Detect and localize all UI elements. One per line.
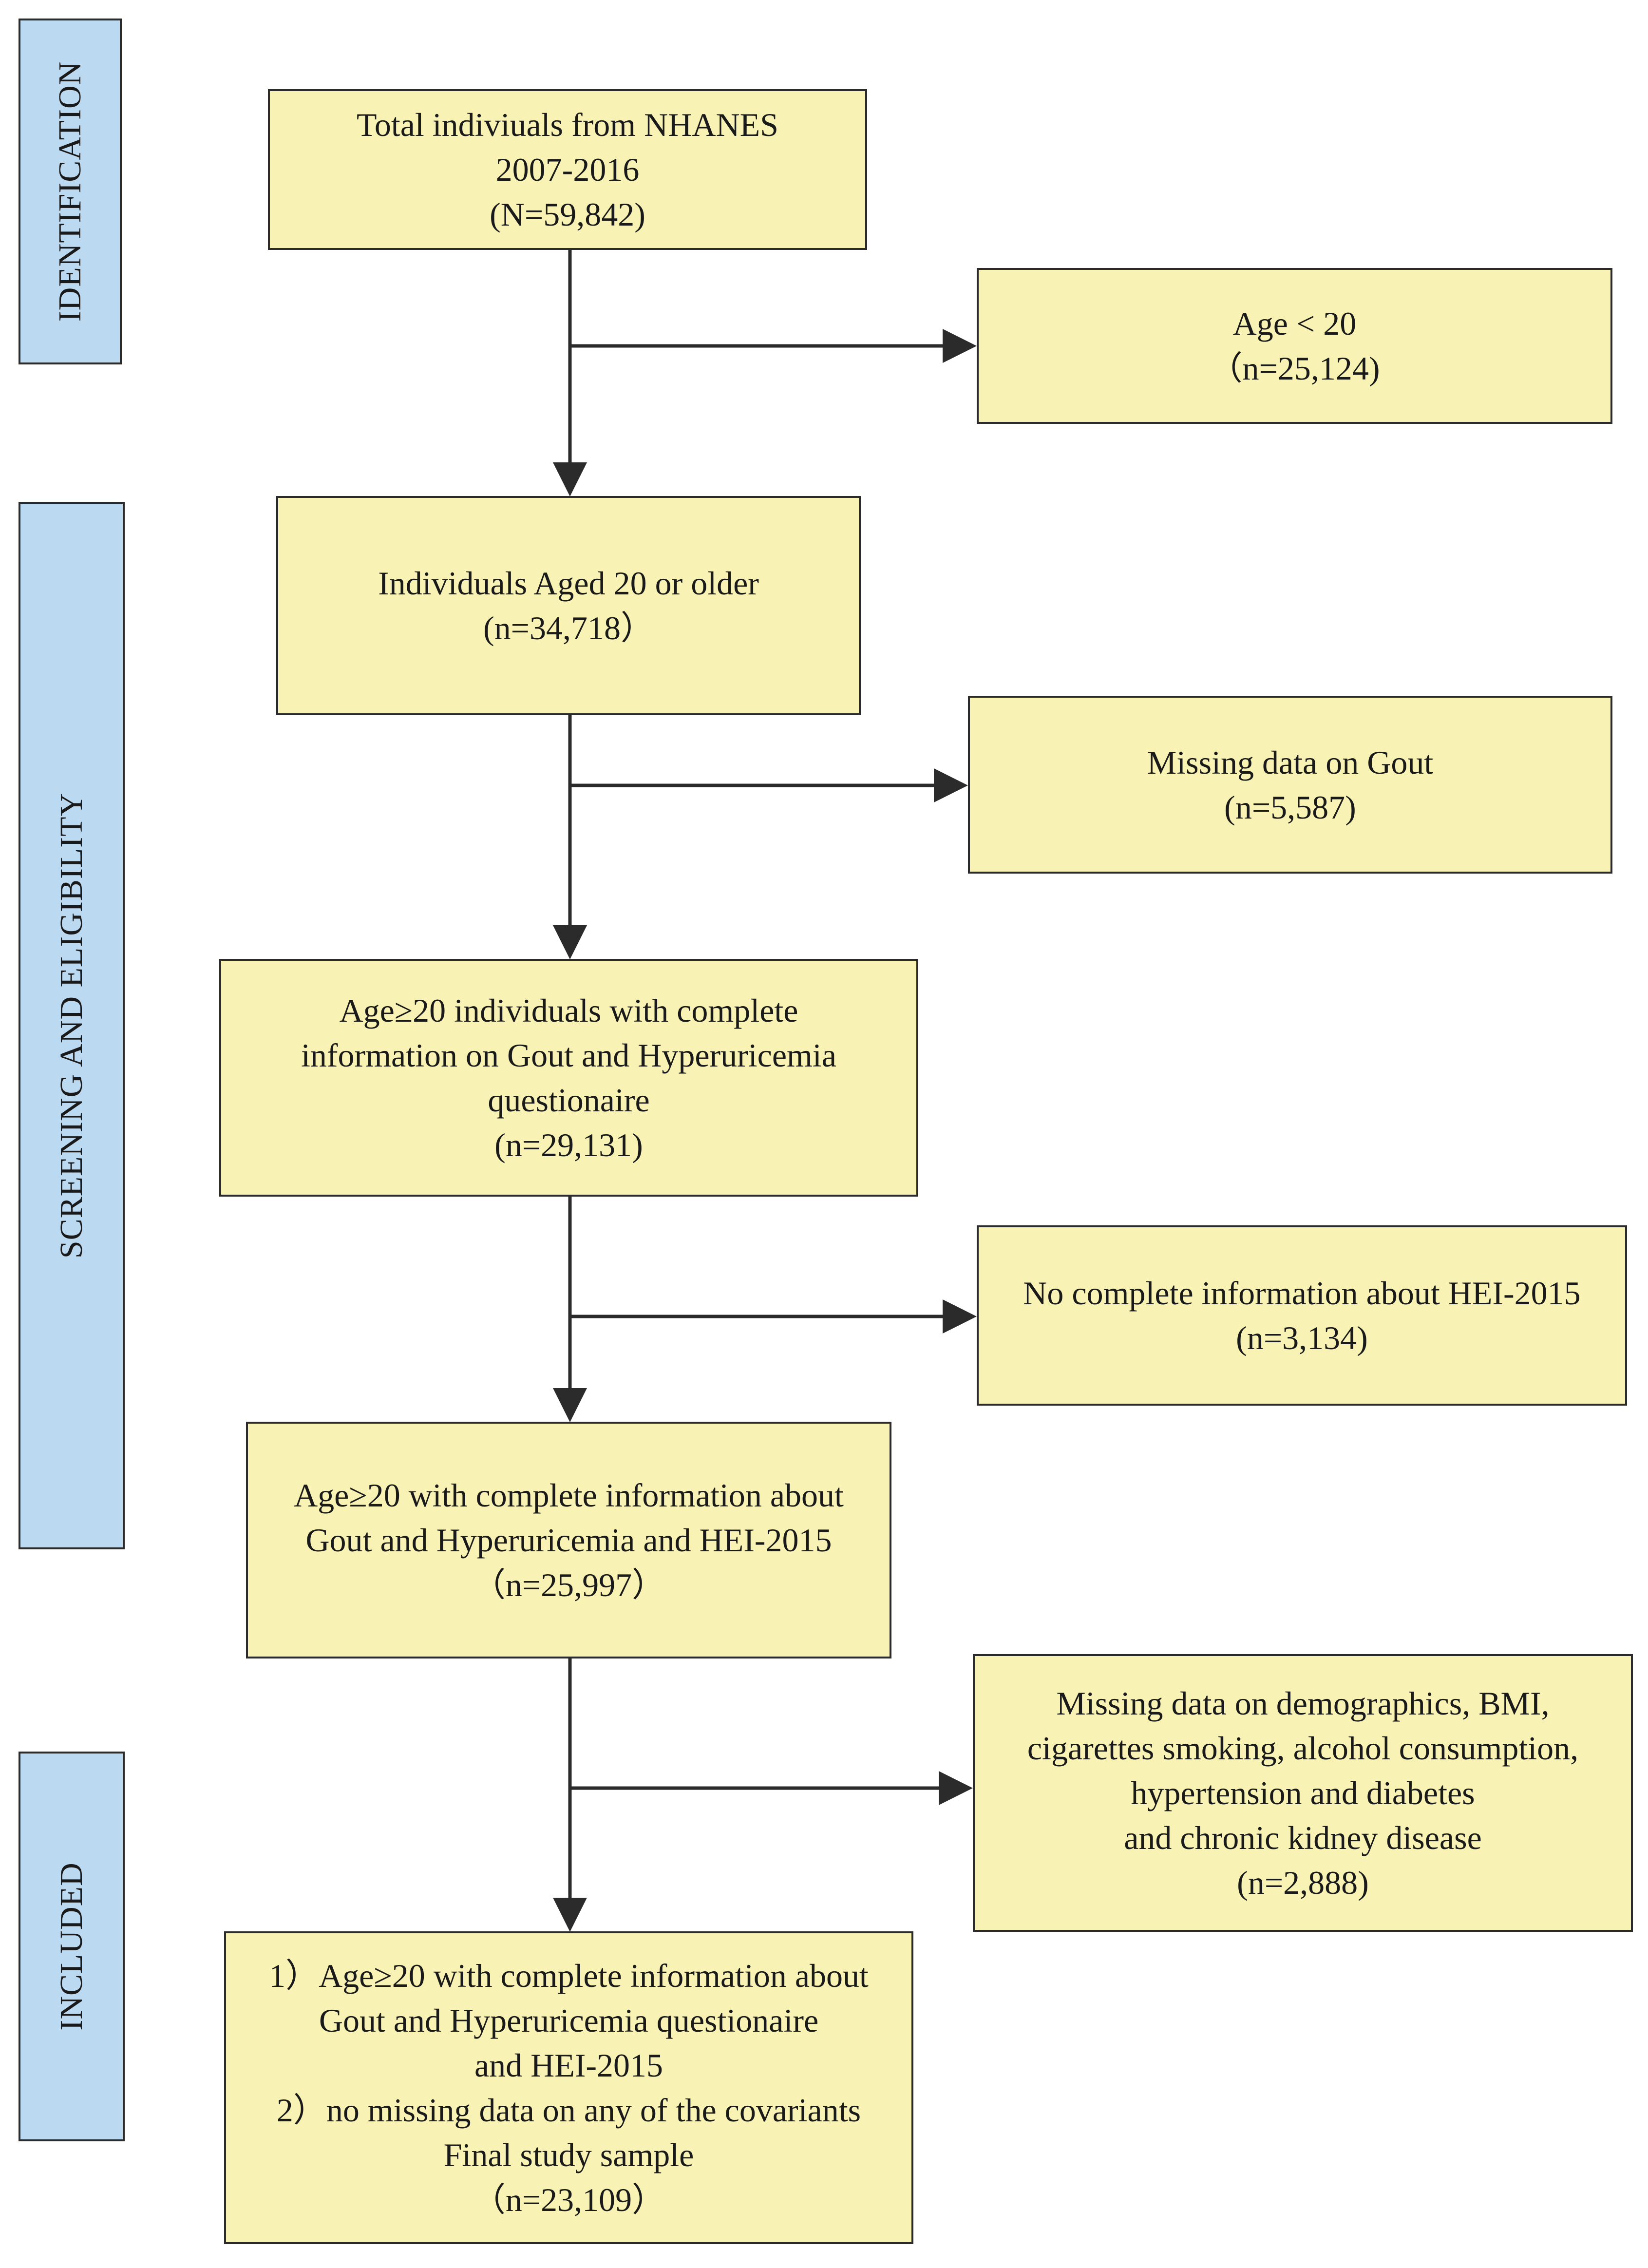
box-final-line2: Gout and Hyperuricemia questionaire: [319, 2002, 819, 2039]
box-missing-covariates-line1: Missing data on demographics, BMI,: [1056, 1685, 1550, 1722]
box-complete-gout-line1: Age≥20 individuals with complete: [339, 992, 798, 1029]
box-missing-covariates-line4: and chronic kidney disease: [1124, 1819, 1482, 1856]
box-complete-hei-line1: Age≥20 with complete information about: [294, 1477, 844, 1514]
box-missing-gout-line2: (n=5,587): [1224, 788, 1356, 826]
box-final-line3: and HEI-2015: [474, 2047, 663, 2084]
box-final-study-sample: 1）Age≥20 with complete information about…: [224, 1931, 913, 2244]
box-excluded-no-hei: No complete information about HEI-2015 (…: [977, 1225, 1627, 1406]
box-no-hei-line2: (n=3,134): [1236, 1319, 1368, 1356]
box-complete-hei-line3: （n=25,997）: [472, 1566, 665, 1603]
box-missing-covariates-line5: (n=2,888): [1237, 1864, 1369, 1901]
box-excluded-missing-covariates: Missing data on demographics, BMI, cigar…: [973, 1654, 1633, 1932]
box-final-line6: （n=23,109）: [472, 2181, 665, 2218]
box-age-under-20-line1: Age < 20: [1232, 305, 1357, 342]
box-final-line4: 2）no missing data on any of the covarian…: [276, 2092, 861, 2129]
stage-identification: IDENTIFICATION: [19, 19, 122, 364]
box-total-line2: 2007-2016: [495, 151, 640, 188]
stage-screening: SCREENING AND ELIGIBILITY: [19, 502, 125, 1549]
box-final-line5: Final study sample: [443, 2136, 694, 2173]
box-complete-hei-info: Age≥20 with complete information about G…: [246, 1422, 891, 1658]
box-complete-gout-line2: information on Gout and Hyperuricemia: [301, 1037, 837, 1074]
box-complete-gout-line3: questionaire: [488, 1082, 650, 1119]
stage-included: INCLUDED: [19, 1752, 125, 2141]
box-total-individuals: Total indiviuals from NHANES 2007-2016 (…: [268, 89, 867, 250]
box-aged-20-or-older: Individuals Aged 20 or older (n=34,718）: [276, 496, 861, 715]
box-age-under-20-line2: （n=25,124): [1209, 350, 1380, 387]
box-no-hei-line1: No complete information about HEI-2015: [1023, 1275, 1581, 1312]
box-excluded-missing-gout: Missing data on Gout (n=5,587): [968, 696, 1612, 874]
box-aged20-line2: (n=34,718）: [483, 610, 654, 647]
box-total-line1: Total indiviuals from NHANES: [357, 106, 778, 143]
box-missing-gout-line1: Missing data on Gout: [1147, 743, 1434, 781]
box-total-line3: (N=59,842): [490, 196, 645, 233]
box-complete-hei-line2: Gout and Hyperuricemia and HEI-2015: [305, 1522, 832, 1559]
box-missing-covariates-line2: cigarettes smoking, alcohol consumption,: [1027, 1730, 1579, 1767]
box-excluded-age-under-20: Age < 20 （n=25,124): [977, 268, 1612, 424]
box-complete-gout-info: Age≥20 individuals with complete informa…: [219, 959, 918, 1197]
box-complete-gout-line4: (n=29,131): [494, 1126, 643, 1163]
box-final-line1: 1）Age≥20 with complete information about: [269, 1957, 869, 1994]
box-missing-covariates-line3: hypertension and diabetes: [1131, 1774, 1475, 1811]
box-aged20-line1: Individuals Aged 20 or older: [378, 565, 759, 602]
